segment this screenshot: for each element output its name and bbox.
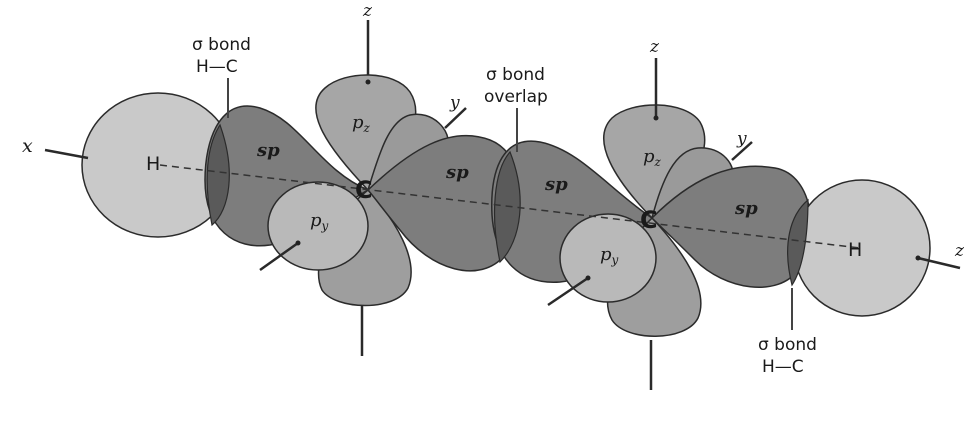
y-axis-left bbox=[444, 107, 467, 129]
label-sigma-hc-left-line2: H—C bbox=[196, 57, 238, 77]
orbital-label-pz-left: pz bbox=[352, 112, 371, 135]
py-right-nucleus-dot bbox=[585, 275, 591, 281]
label-sigma-hc-right-line2: H—C bbox=[762, 357, 804, 377]
atom-label-c-left: C bbox=[355, 176, 373, 204]
py-left-nucleus-dot bbox=[295, 240, 301, 246]
orbital-label-pz-right: pz bbox=[643, 146, 662, 169]
axis-label-z-right: z bbox=[649, 37, 660, 57]
py-left-sub: y bbox=[321, 219, 329, 233]
orbital-label-py-left: py bbox=[310, 210, 329, 233]
orbital-label-sp-3: sp bbox=[544, 174, 568, 195]
label-sigma-cc-line1: σ bond bbox=[486, 65, 545, 85]
orbital-label-sp-4: sp bbox=[734, 198, 758, 219]
py-right-sub: y bbox=[611, 253, 619, 267]
axis-label-x: x bbox=[22, 135, 33, 157]
py-axis-left-front bbox=[259, 241, 299, 272]
pz-right-dot bbox=[653, 115, 659, 121]
sigma-overlap-right bbox=[787, 198, 809, 287]
x-axis bbox=[44, 148, 89, 160]
orbital-label-sp-1: sp bbox=[256, 140, 280, 161]
pz-left-main: p bbox=[352, 112, 364, 133]
py-right-main: p bbox=[600, 244, 612, 265]
pz-right-main: p bbox=[643, 146, 655, 167]
y-axis-right bbox=[731, 141, 753, 161]
atom-label-c-right: C bbox=[640, 206, 658, 234]
py-left-main: p bbox=[310, 210, 322, 231]
axis-label-y-left: y bbox=[449, 93, 460, 113]
pz-left-dot bbox=[365, 79, 371, 85]
axis-label-z-far-right: z bbox=[954, 241, 965, 261]
label-sigma-cc-line2: overlap bbox=[484, 87, 548, 107]
label-sigma-hc-left-line1: σ bond bbox=[192, 35, 251, 55]
sigma-overlap-left bbox=[206, 123, 230, 227]
h-right-nucleus-dot bbox=[915, 255, 921, 261]
pz-right-sub: z bbox=[654, 155, 662, 169]
sigma-overlap-center bbox=[493, 150, 521, 264]
orbital-label-sp-2: sp bbox=[445, 162, 469, 183]
x-axis-right bbox=[917, 256, 961, 270]
atom-label-h-right: H bbox=[848, 239, 862, 261]
axis-label-y-right: y bbox=[736, 129, 747, 149]
internuclear-axis bbox=[159, 164, 861, 249]
label-sigma-hc-right-line1: σ bond bbox=[758, 335, 817, 355]
atom-label-h-left: H bbox=[146, 153, 160, 175]
py-axis-right-front bbox=[547, 276, 589, 307]
orbital-label-py-right: py bbox=[600, 244, 619, 267]
axis-label-z-left: z bbox=[362, 1, 373, 21]
pz-left-sub: z bbox=[363, 121, 371, 135]
